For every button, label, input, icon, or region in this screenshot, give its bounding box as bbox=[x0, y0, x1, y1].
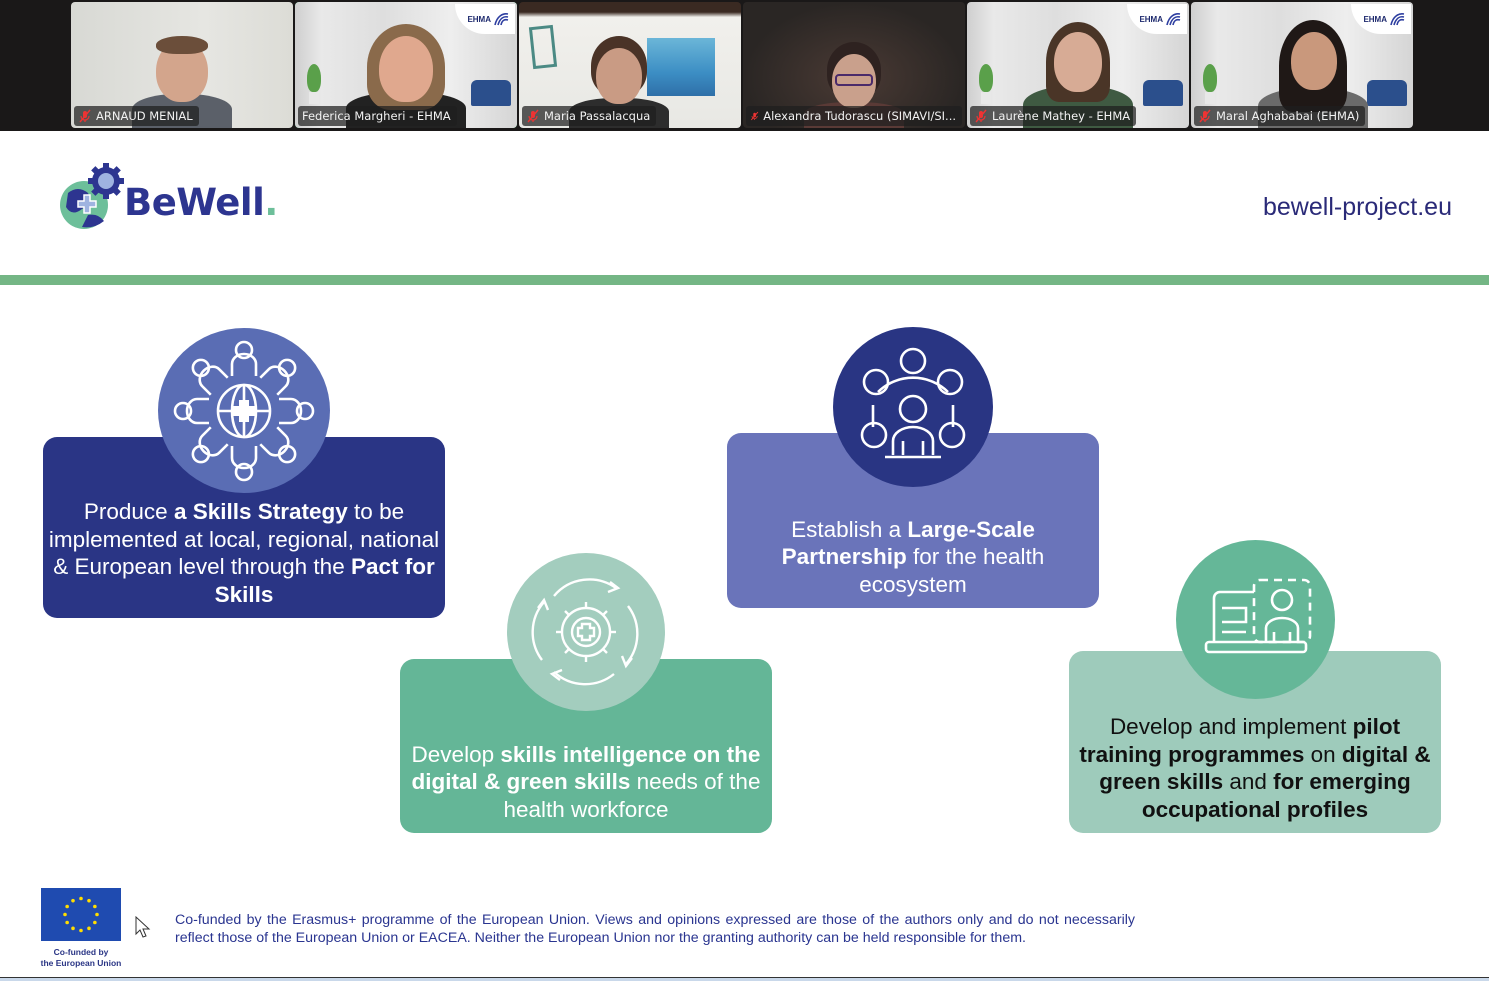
background-plant bbox=[305, 64, 323, 104]
background-sofa bbox=[1367, 80, 1407, 106]
card-text-run: needs of the health workforce bbox=[503, 769, 761, 822]
eu-star bbox=[71, 926, 75, 931]
eu-star bbox=[79, 928, 83, 933]
card-text: Develop skills intelligence on the digit… bbox=[400, 741, 772, 834]
divider-rule bbox=[0, 275, 1489, 285]
background-plant bbox=[977, 64, 995, 104]
card-text-emphasis: skills intelligence on the digital & gre… bbox=[411, 741, 761, 795]
participant-name: ARNAUD MENIAL bbox=[96, 109, 193, 123]
eu-star bbox=[65, 904, 69, 909]
card-text-run: on bbox=[1304, 741, 1342, 767]
shared-slide: BeWell. bewell-project.eu Produce a Skil… bbox=[0, 131, 1489, 978]
eu-flag-icon bbox=[41, 888, 121, 941]
background-sofa bbox=[1143, 80, 1183, 106]
participant-name: Federica Margheri - EHMA bbox=[302, 109, 451, 123]
participant-name: Maral Aghababai (EHMA) bbox=[1216, 109, 1360, 123]
card-text: Establish a Large-Scale Partnership for … bbox=[727, 516, 1099, 609]
video-strip: ARNAUD MENIAL EHMA Federica Margheri - E… bbox=[0, 0, 1489, 131]
background-plant bbox=[1201, 64, 1219, 104]
bewell-globe-gear-icon bbox=[60, 163, 124, 229]
card-text-emphasis: Pact for Skills bbox=[214, 554, 435, 607]
mic-muted-icon bbox=[1199, 109, 1211, 123]
card-text-emphasis: for emerging occupational profiles bbox=[1141, 769, 1411, 822]
eu-star bbox=[87, 926, 91, 931]
online-training-icon bbox=[1176, 540, 1335, 699]
mic-muted-icon bbox=[975, 109, 987, 123]
participant-name: Alexandra Tudorascu (SIMAVI/SI... bbox=[763, 109, 956, 123]
card-text-run: Develop bbox=[411, 741, 501, 767]
background-painting bbox=[647, 38, 715, 96]
card-text-run: to be implemented at local, regional, na… bbox=[48, 499, 440, 579]
card-text-run: Produce bbox=[83, 499, 174, 524]
card-text-emphasis: a Skills Strategy bbox=[173, 499, 348, 524]
card-text-emphasis: digital & green skills bbox=[1099, 741, 1431, 795]
window-bottom-edge bbox=[0, 977, 1489, 981]
eu-star bbox=[71, 898, 75, 903]
card-text-emphasis: Large-Scale Partnership bbox=[781, 516, 1035, 570]
participant-tile-active-speaker[interactable]: EHMA Federica Margheri - EHMA bbox=[295, 2, 517, 128]
participant-name-tag: Federica Margheri - EHMA bbox=[298, 106, 457, 126]
participant-name: Laurène Mathey - EHMA bbox=[992, 109, 1131, 123]
ehma-arc-icon bbox=[1390, 13, 1405, 26]
participant-name-tag: Alexandra Tudorascu (SIMAVI/SI... bbox=[746, 106, 962, 126]
participant-tile[interactable]: EHMA Maral Aghababai (EHMA) bbox=[1191, 2, 1413, 128]
card-text-run: Establish a bbox=[791, 516, 908, 542]
mouse-cursor-icon bbox=[135, 916, 151, 938]
eu-star bbox=[87, 898, 91, 903]
eu-caption: Co-funded by the European Union bbox=[40, 947, 122, 968]
gear-cycle-icon bbox=[507, 553, 665, 711]
eu-star bbox=[93, 920, 97, 925]
eu-star bbox=[95, 912, 99, 917]
eu-star bbox=[79, 896, 83, 901]
eu-star bbox=[65, 920, 69, 925]
background-picture-frame bbox=[528, 24, 558, 70]
card-text-run: and bbox=[1223, 769, 1274, 794]
background-sofa bbox=[471, 80, 511, 106]
ehma-arc-icon bbox=[1166, 13, 1181, 26]
card-text-run: for the health ecosystem bbox=[859, 544, 1045, 597]
eu-star bbox=[63, 912, 67, 917]
logo-wordmark: BeWell. bbox=[124, 181, 278, 224]
card-text-run: Develop and implement bbox=[1109, 714, 1353, 739]
card-text: Produce a Skills Strategy to be implemen… bbox=[43, 498, 445, 618]
participant-name-tag: Maria Passalacqua bbox=[522, 106, 657, 126]
participant-name-tag: ARNAUD MENIAL bbox=[74, 106, 199, 126]
participant-name-tag: Maral Aghababai (EHMA) bbox=[1194, 106, 1366, 126]
project-url: bewell-project.eu bbox=[1263, 193, 1452, 221]
card-text: Develop and implement pilot training pro… bbox=[1069, 713, 1441, 833]
mic-muted-icon bbox=[527, 109, 539, 123]
card-text-emphasis: pilot training programmes bbox=[1079, 714, 1401, 767]
people-around-globe-icon bbox=[158, 328, 330, 493]
mic-muted-icon bbox=[750, 111, 759, 121]
participant-tile[interactable]: ARNAUD MENIAL bbox=[71, 2, 293, 128]
participant-name-tag: Laurène Mathey - EHMA bbox=[970, 106, 1137, 126]
bewell-logo: BeWell. bbox=[58, 163, 278, 233]
eu-cofunded-logo: Co-funded by the European Union bbox=[35, 888, 127, 969]
participant-name: Maria Passalacqua bbox=[544, 109, 651, 123]
funding-disclaimer: Co-funded by the Erasmus+ programme of t… bbox=[175, 912, 1135, 946]
eu-star bbox=[93, 904, 97, 909]
participant-tile[interactable]: Alexandra Tudorascu (SIMAVI/SI... bbox=[743, 2, 965, 128]
mic-muted-icon bbox=[79, 109, 91, 123]
network-partnership-icon bbox=[833, 327, 993, 487]
participant-tile[interactable]: Maria Passalacqua bbox=[519, 2, 741, 128]
ehma-arc-icon bbox=[494, 13, 509, 26]
participant-tile[interactable]: EHMA Laurène Mathey - EHMA bbox=[967, 2, 1189, 128]
